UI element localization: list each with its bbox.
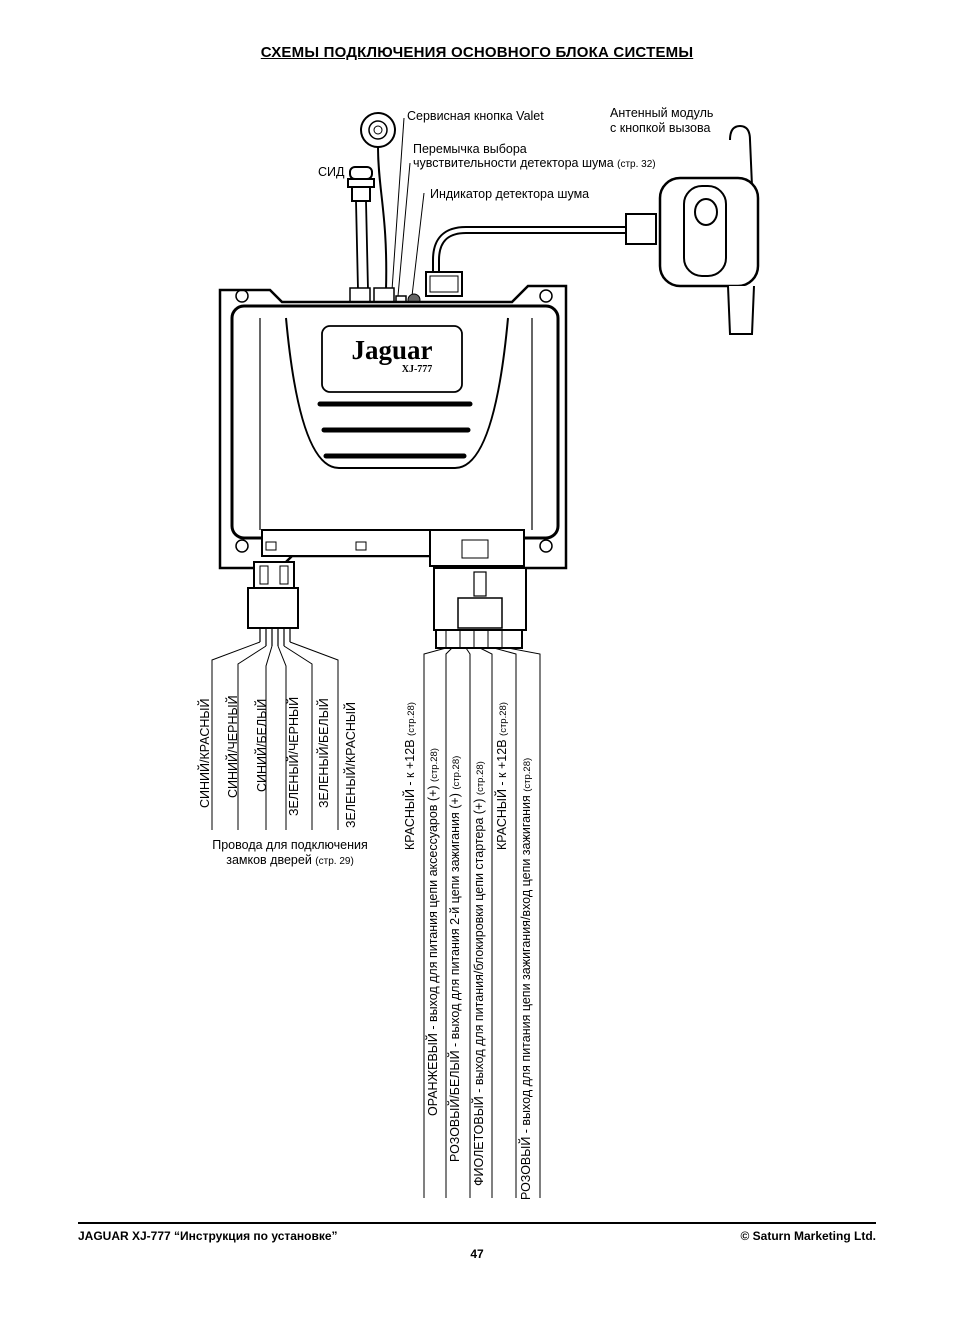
jumper-label-line1: Перемычка выбора bbox=[413, 142, 527, 156]
door-wire-label: СИНИЙ/БЕЛЫЙ bbox=[255, 698, 269, 792]
door-wire-label: ЗЕЛЕНЫЙ/БЕЛЫЙ bbox=[317, 698, 331, 808]
brand-logo: Jaguar XJ-777 bbox=[351, 335, 433, 375]
noise-indicator-label: Индикатор детектора шума bbox=[430, 187, 590, 201]
led-icon bbox=[347, 166, 375, 202]
led-label: СИД bbox=[318, 165, 345, 179]
power-wire-label: КРАСНЫЙ - к +12В (стр.28) bbox=[495, 702, 509, 850]
door-connector bbox=[247, 561, 299, 646]
door-wire-label: СИНИЙ/КРАСНЫЙ bbox=[198, 698, 212, 808]
door-wire-label: СИНИЙ/ЧЕРНЫЙ bbox=[226, 695, 240, 798]
door-wire-lines bbox=[211, 641, 339, 830]
power-wire-label: РОЗОВЫЙ - выход для питания цепи зажиган… bbox=[519, 757, 533, 1200]
antenna-module-icon bbox=[658, 124, 760, 335]
power-wire-lines bbox=[423, 647, 541, 1198]
door-wire-label: ЗЕЛЕНЫЙ/КРАСНЫЙ bbox=[344, 702, 358, 828]
power-wire-label: ФИОЛЕТОВЫЙ - выход для питания/блокировк… bbox=[472, 761, 486, 1186]
power-wire-label: КРАСНЫЙ - к +12В (стр.28) bbox=[403, 702, 417, 850]
footer-manual-title: JAGUAR XJ-777 “Инструкция по установке” bbox=[78, 1229, 338, 1243]
footer-divider bbox=[78, 1222, 876, 1224]
power-connector bbox=[433, 567, 527, 649]
power-wire-label: ОРАНЖЕВЫЙ - выход для питания цепи аксес… bbox=[426, 748, 440, 1116]
antenna-label-line2: с кнопкой вызова bbox=[610, 121, 711, 135]
jumper-label-line2: чувствительности детектора шума (стр. 32… bbox=[413, 156, 656, 170]
footer-copyright: © Saturn Marketing Ltd. bbox=[740, 1229, 876, 1243]
door-wires-caption: Провода для подключения замков дверей (с… bbox=[212, 838, 368, 867]
antenna-label-line1: Антенный модуль bbox=[610, 106, 714, 120]
door-wire-label: ЗЕЛЕНЫЙ/ЧЕРНЫЙ bbox=[287, 696, 301, 816]
valet-button-icon bbox=[360, 112, 396, 148]
page-number: 47 bbox=[470, 1247, 484, 1261]
page-title: СХЕМЫ ПОДКЛЮЧЕНИЯ ОСНОВНОГО БЛОКА СИСТЕМ… bbox=[260, 44, 694, 61]
valet-button-label: Сервисная кнопка Valet bbox=[407, 109, 544, 123]
power-wire-label: РОЗОВЫЙ/БЕЛЫЙ - выход для питания 2-й це… bbox=[448, 755, 462, 1162]
